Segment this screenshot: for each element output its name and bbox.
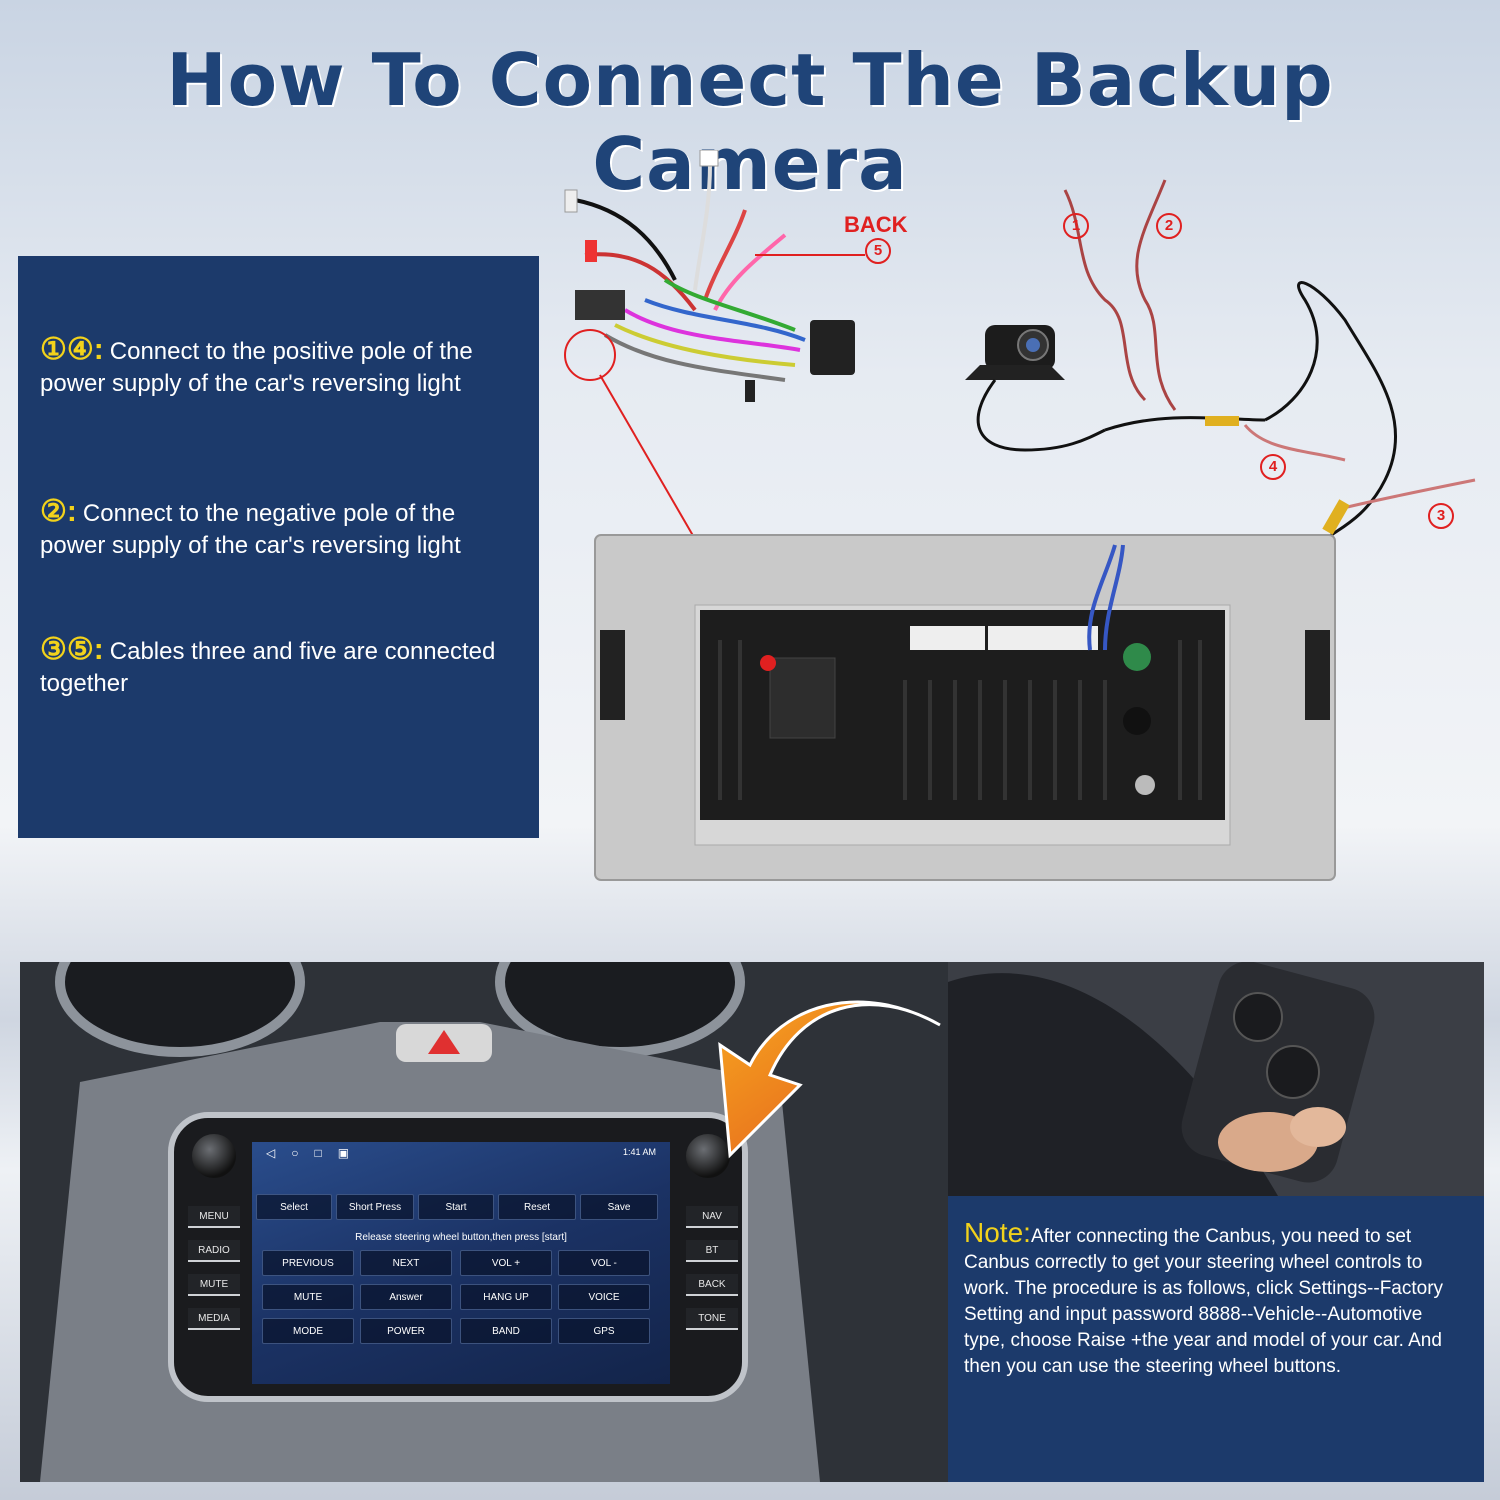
key-next[interactable]: NEXT	[360, 1250, 452, 1276]
head-unit-front: MENU RADIO MUTE MEDIA NAV BT BACK TONE ◁…	[168, 1112, 748, 1402]
note-panel: Note:After connecting the Canbus, you ne…	[948, 1196, 1484, 1482]
key-hang-up[interactable]: HANG UP	[460, 1284, 552, 1310]
select-button[interactable]: Select	[256, 1194, 332, 1220]
note-body: After connecting the Canbus, you need to…	[964, 1226, 1444, 1377]
steering-wheel-controls	[948, 962, 1484, 1196]
start-button[interactable]: Start	[418, 1194, 494, 1220]
key-power[interactable]: POWER	[360, 1318, 452, 1344]
key-mute[interactable]: MUTE	[262, 1284, 354, 1310]
harness-connector	[575, 290, 625, 320]
key-voice[interactable]: VOICE	[558, 1284, 650, 1310]
radio-button[interactable]: RADIO	[188, 1240, 240, 1262]
tone-button[interactable]: TONE	[686, 1308, 738, 1330]
backup-camera-icon	[965, 325, 1065, 380]
back-button[interactable]: BACK	[686, 1274, 738, 1296]
page-title: How To Connect The Backup Camera	[166, 38, 1334, 206]
connector-highlight	[564, 329, 616, 381]
harness-plug	[810, 320, 855, 375]
key-mode[interactable]: MODE	[262, 1318, 354, 1344]
wire-label-1: 1	[1063, 213, 1089, 239]
wire-label-5: 5	[865, 238, 891, 264]
step-text: Connect to the positive pole of the powe…	[40, 338, 473, 397]
key-answer[interactable]: Answer	[360, 1284, 452, 1310]
key-vol-down[interactable]: VOL -	[558, 1250, 650, 1276]
step-text: Cables three and five are connected toge…	[40, 638, 496, 697]
wiring-diagram	[564, 150, 1476, 881]
step-text: Connect to the negative pole of the powe…	[40, 500, 461, 559]
key-gps[interactable]: GPS	[558, 1318, 650, 1344]
step-number: ①④:	[40, 333, 104, 366]
wire-label-3: 3	[1428, 503, 1454, 529]
key-band[interactable]: BAND	[460, 1318, 552, 1344]
reset-button[interactable]: Reset	[498, 1194, 576, 1220]
step-number: ③⑤:	[40, 633, 104, 666]
media-button[interactable]: MEDIA	[188, 1308, 240, 1330]
dashboard-photo: MENU RADIO MUTE MEDIA NAV BT BACK TONE ◁…	[20, 962, 948, 1482]
key-vol-up[interactable]: VOL +	[460, 1250, 552, 1276]
step-positive: ①④:Connect to the positive pole of the p…	[40, 334, 520, 400]
wire-label-2: 2	[1156, 213, 1182, 239]
short-press-button[interactable]: Short Press	[336, 1194, 414, 1220]
head-unit-rear	[594, 534, 1336, 881]
menu-button[interactable]: MENU	[188, 1206, 240, 1228]
instructions-panel: ①④:Connect to the positive pole of the p…	[18, 256, 539, 838]
save-button[interactable]: Save	[580, 1194, 658, 1220]
wire-label-4: 4	[1260, 454, 1286, 480]
bt-button[interactable]: BT	[686, 1240, 738, 1262]
head-unit-screen: ◁○□▣ 1:41 AM Select Short Press Start Re…	[252, 1142, 670, 1384]
nav-button[interactable]: NAV	[686, 1206, 738, 1228]
harness-wires	[574, 164, 806, 382]
curved-arrow-icon	[718, 1000, 941, 1159]
instruction-message: Release steering wheel button,then press…	[355, 1232, 567, 1243]
step-join-cables: ③⑤:Cables three and five are connected t…	[40, 634, 520, 700]
volume-knob[interactable]	[192, 1134, 236, 1178]
back-wire-label: BACK	[844, 212, 908, 237]
android-nav-icons[interactable]: ◁○□▣	[266, 1146, 366, 1160]
tune-knob[interactable]	[686, 1134, 730, 1178]
step-negative: ②:Connect to the negative pole of the po…	[40, 496, 520, 562]
step-number: ②:	[40, 495, 77, 528]
mute-hard-button[interactable]: MUTE	[188, 1274, 240, 1296]
note-heading: Note:	[964, 1217, 1031, 1248]
status-bar: ◁○□▣ 1:41 AM	[252, 1142, 670, 1164]
steering-wheel-photo	[948, 962, 1484, 1196]
key-previous[interactable]: PREVIOUS	[262, 1250, 354, 1276]
status-time: 1:41 AM	[622, 1147, 656, 1157]
